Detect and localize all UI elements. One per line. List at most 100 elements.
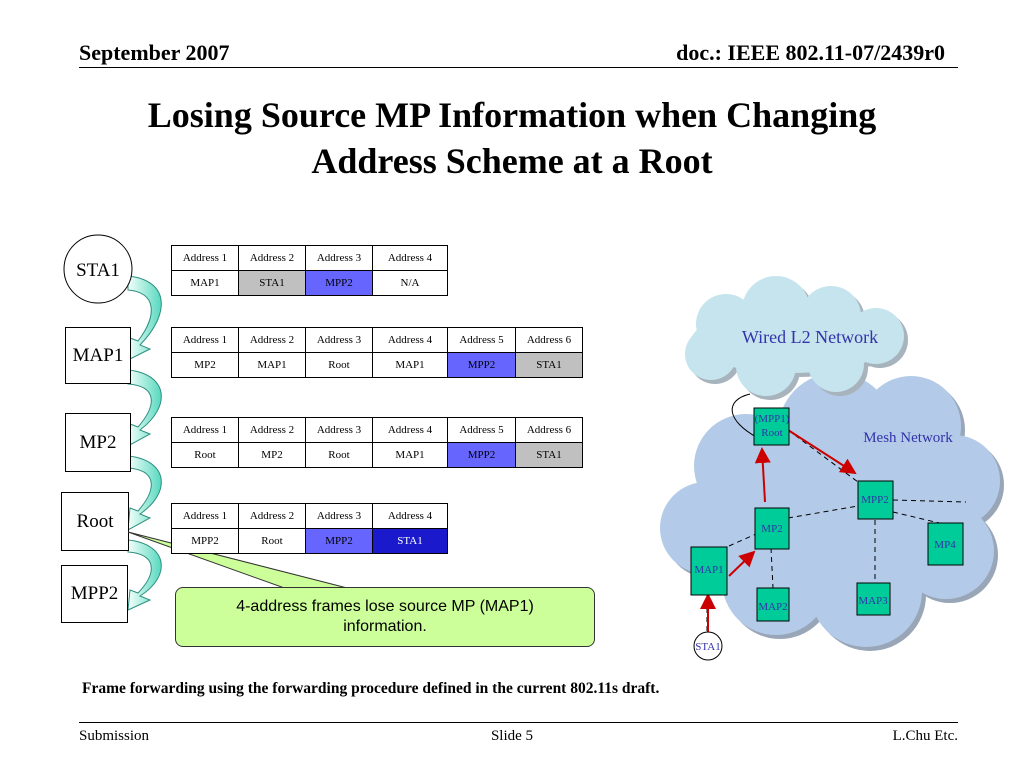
mpp1-root-node bbox=[753, 407, 790, 446]
callout-box: 4-address frames lose source MP (MAP1) i… bbox=[175, 587, 595, 647]
table-cell: MP2 bbox=[238, 442, 306, 468]
mp4-mesh-node bbox=[927, 522, 964, 566]
table-cell: MAP1 bbox=[238, 352, 306, 378]
table-header-row: Address 1 Address 2 Address 3 Address 4 … bbox=[171, 417, 583, 443]
address-table-4: Address 1 Address 2 Address 3 Address 4 … bbox=[171, 503, 448, 554]
table-cell: MAP1 bbox=[372, 352, 448, 378]
table-header-cell: Address 1 bbox=[171, 245, 239, 271]
table-header-cell: Address 3 bbox=[305, 503, 373, 529]
wired-network-cloud bbox=[685, 276, 908, 400]
table-header-cell: Address 6 bbox=[515, 327, 583, 353]
table-cell: Root bbox=[305, 352, 373, 378]
table-header-cell: Address 4 bbox=[372, 503, 448, 529]
address-table-1: Address 1 Address 2 Address 3 Address 4 … bbox=[171, 245, 448, 296]
table-cell: MPP2 bbox=[171, 528, 239, 554]
table-header-cell: Address 4 bbox=[372, 417, 448, 443]
table-cell-highlight-blue: MPP2 bbox=[305, 528, 373, 554]
map1-mesh-node bbox=[690, 546, 728, 596]
table-header-cell: Address 3 bbox=[305, 327, 373, 353]
diagram-caption: Frame forwarding using the forwarding pr… bbox=[82, 680, 660, 697]
table-value-row: MP2 MAP1 Root MAP1 MPP2 STA1 bbox=[171, 352, 583, 378]
mpp2-node: MPP2 bbox=[61, 565, 128, 623]
curved-arrow-3 bbox=[127, 455, 162, 531]
table-cell: MAP1 bbox=[171, 270, 239, 296]
table-header-cell: Address 2 bbox=[238, 245, 306, 271]
mesh-network-cloud bbox=[660, 373, 1004, 651]
network-diagram: Wired L2 Network Mesh Network (MPP1) Roo… bbox=[660, 276, 1004, 661]
table-cell: N/A bbox=[372, 270, 448, 296]
table-header-cell: Address 3 bbox=[305, 417, 373, 443]
mesh-network-label: Mesh Network bbox=[863, 430, 953, 446]
table-cell-highlight-gray: STA1 bbox=[515, 442, 583, 468]
slide-title: Losing Source MP Information when Changi… bbox=[60, 92, 964, 184]
sta1-node-label: STA1 bbox=[76, 260, 120, 281]
path-arrow-mp2-root bbox=[754, 447, 771, 503]
map1-node: MAP1 bbox=[65, 327, 131, 384]
wired-network-label: Wired L2 Network bbox=[742, 327, 878, 347]
map2-mesh-node bbox=[756, 587, 790, 622]
address-table-2: Address 1 Address 2 Address 3 Address 4 … bbox=[171, 327, 583, 378]
table-header-row: Address 1 Address 2 Address 3 Address 4 bbox=[171, 503, 448, 529]
path-arrow-map1-mp2 bbox=[728, 550, 756, 577]
map2-label: MAP2 bbox=[758, 601, 787, 613]
table-value-row: Root MP2 Root MAP1 MPP2 STA1 bbox=[171, 442, 583, 468]
forwarding-path bbox=[700, 429, 857, 634]
header-date: September 2007 bbox=[79, 40, 230, 65]
root-node: Root bbox=[61, 492, 129, 551]
curved-arrow-2 bbox=[127, 369, 162, 447]
table-header-cell: Address 5 bbox=[447, 327, 516, 353]
table-header-row: Address 1 Address 2 Address 3 Address 4 … bbox=[171, 327, 583, 353]
table-value-row: MAP1 STA1 MPP2 N/A bbox=[171, 270, 448, 296]
header-doc-id: doc.: IEEE 802.11-07/2439r0 bbox=[676, 40, 945, 65]
table-header-row: Address 1 Address 2 Address 3 Address 4 bbox=[171, 245, 448, 271]
mpp1-label: (MPP1) bbox=[755, 413, 790, 425]
table-header-cell: Address 5 bbox=[447, 417, 516, 443]
mesh-link bbox=[787, 505, 859, 519]
table-cell-highlight-blue: MPP2 bbox=[305, 270, 373, 296]
mesh-nodes bbox=[690, 407, 964, 622]
mesh-link bbox=[728, 533, 757, 547]
mpp2-mesh-node bbox=[857, 480, 894, 520]
table-header-cell: Address 3 bbox=[305, 245, 373, 271]
path-arrow-root-mpp2 bbox=[787, 429, 857, 475]
mesh-link bbox=[892, 499, 967, 503]
mp4-label: MP4 bbox=[934, 539, 956, 551]
table-header-cell: Address 1 bbox=[171, 327, 239, 353]
table-value-row: MPP2 Root MPP2 STA1 bbox=[171, 528, 448, 554]
table-header-cell: Address 2 bbox=[238, 327, 306, 353]
sta1-station-circle bbox=[693, 631, 723, 661]
table-header-cell: Address 1 bbox=[171, 417, 239, 443]
mp2-node: MP2 bbox=[65, 413, 131, 472]
mp2-label: MP2 bbox=[761, 523, 782, 535]
table-header-cell: Address 4 bbox=[372, 245, 448, 271]
table-cell-highlight-blue: MPP2 bbox=[447, 352, 516, 378]
title-line-2: Address Scheme at a Root bbox=[311, 141, 713, 181]
map1-label: MAP1 bbox=[694, 564, 723, 576]
sta1-station-label: STA1 bbox=[695, 641, 720, 653]
table-cell-highlight-dark-blue: STA1 bbox=[372, 528, 448, 554]
table-cell: MAP1 bbox=[372, 442, 448, 468]
table-cell-highlight-blue: MPP2 bbox=[447, 442, 516, 468]
table-cell: Root bbox=[305, 442, 373, 468]
table-cell: MP2 bbox=[171, 352, 239, 378]
root-label: Root bbox=[761, 427, 782, 439]
root-uplink-wire bbox=[731, 393, 759, 439]
curved-arrow-4 bbox=[127, 539, 162, 611]
table-cell: Root bbox=[238, 528, 306, 554]
table-cell: Root bbox=[171, 442, 239, 468]
table-header-cell: Address 2 bbox=[238, 503, 306, 529]
table-header-cell: Address 6 bbox=[515, 417, 583, 443]
header-rule bbox=[79, 67, 958, 68]
address-table-3: Address 1 Address 2 Address 3 Address 4 … bbox=[171, 417, 583, 468]
table-cell-highlight-gray: STA1 bbox=[515, 352, 583, 378]
footer-left: Submission bbox=[79, 728, 150, 744]
mesh-link bbox=[892, 511, 953, 527]
footer-rule bbox=[79, 722, 958, 723]
table-header-cell: Address 4 bbox=[372, 327, 448, 353]
table-header-cell: Address 1 bbox=[171, 503, 239, 529]
table-header-cell: Address 2 bbox=[238, 417, 306, 443]
sta1-node-circle: STA1 bbox=[63, 234, 133, 304]
footer-slide-number: Slide 5 bbox=[490, 728, 534, 744]
mpp2-label: MPP2 bbox=[861, 494, 889, 506]
table-cell-highlight-gray: STA1 bbox=[238, 270, 306, 296]
